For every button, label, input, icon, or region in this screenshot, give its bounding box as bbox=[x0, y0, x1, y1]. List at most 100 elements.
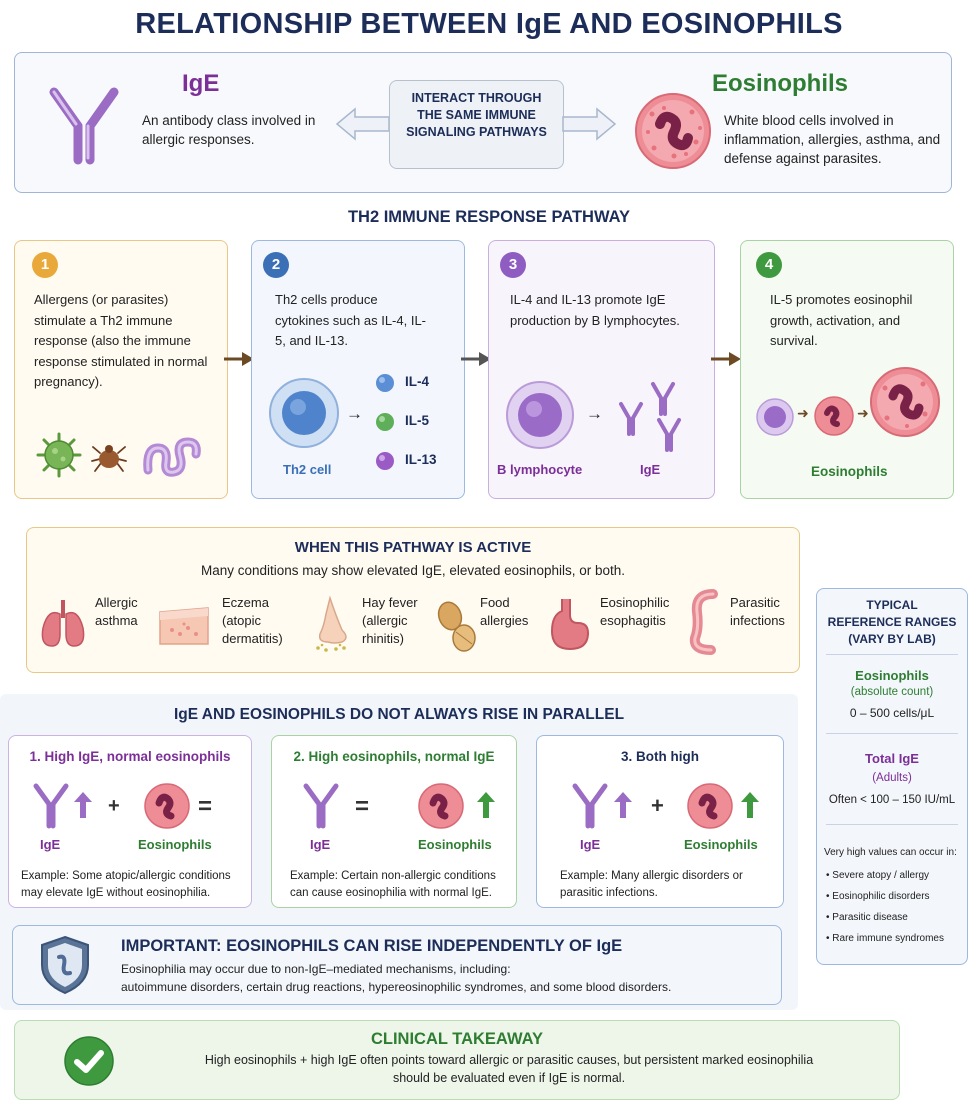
b-lymphocyte-label: B lymphocyte bbox=[497, 462, 583, 477]
case-3-eos-up-arrow-icon bbox=[741, 792, 759, 818]
step-3-box bbox=[488, 240, 715, 499]
active-conditions-panel bbox=[26, 527, 800, 673]
important-line-2: autoimmune disorders, certain drug react… bbox=[121, 980, 672, 994]
reference-item: • Rare immune syndromes bbox=[826, 933, 944, 944]
ige-heading: IgE bbox=[182, 70, 220, 97]
growth-arrow-2-icon: ➜ bbox=[857, 405, 869, 421]
eosinophils-heading: Eosinophils bbox=[712, 70, 849, 97]
step-1-text: Allergens (or parasites) stimulate a Th2… bbox=[34, 292, 208, 389]
case-2-up-arrow-icon bbox=[477, 792, 495, 818]
stomach-icon bbox=[550, 599, 590, 651]
pathway-title: TH2 IMMUNE RESPONSE PATHWAY bbox=[347, 208, 631, 226]
case-3-eos-label: Eosinophils bbox=[684, 837, 758, 852]
reference-ige-label: Total IgE bbox=[865, 751, 919, 766]
case-1-up-arrow-icon bbox=[74, 792, 92, 818]
skin-icon bbox=[159, 607, 209, 645]
reference-divider-2 bbox=[826, 733, 958, 734]
il5-label: IL-5 bbox=[405, 413, 430, 428]
case-1-example: Example: Some atopic/allergic conditions… bbox=[21, 870, 231, 899]
step-4-text: IL-5 promotes eosinophil growth, activat… bbox=[770, 292, 913, 348]
step-3-text: IL-4 and IL-13 promote IgE production by… bbox=[510, 292, 680, 328]
nose-icon bbox=[316, 595, 347, 652]
ige-cluster-icon bbox=[619, 382, 681, 452]
case-3-ige-label: IgE bbox=[580, 837, 601, 852]
mature-eosinophil-icon bbox=[870, 367, 940, 437]
case-3-example: Example: Many allergic disorders or para… bbox=[560, 870, 743, 899]
reference-ige-sub: (Adults) bbox=[872, 772, 912, 784]
il5-dot-icon bbox=[376, 413, 394, 431]
eosinophils-product-label: Eosinophils bbox=[811, 464, 888, 479]
case-1-eos-label: Eosinophils bbox=[138, 837, 212, 852]
checkmark-icon bbox=[64, 1036, 114, 1086]
right-arrow-icon bbox=[562, 107, 617, 141]
reference-item: • Eosinophilic disorders bbox=[826, 891, 930, 902]
ige-product-label: IgE bbox=[640, 462, 661, 477]
case-1-title: 1. High IgE, normal eosinophils bbox=[29, 749, 231, 764]
step-1-badge: 1 bbox=[32, 252, 58, 278]
case-2-title: 2. High eosinophils, normal IgE bbox=[293, 749, 495, 764]
reference-item: • Parasitic disease bbox=[826, 912, 908, 923]
arrow-1-icon bbox=[224, 352, 254, 366]
growth-arrow-1-icon: ➜ bbox=[797, 405, 809, 421]
condition-label-esophagitis: Eosinophilic esophagitis bbox=[600, 595, 670, 628]
b-cell-arrow-icon: → bbox=[586, 404, 603, 423]
case-1-ige-icon bbox=[33, 783, 69, 829]
case-1-ige-label: IgE bbox=[40, 837, 61, 852]
case-1-equals: = bbox=[198, 793, 213, 820]
step-2-box bbox=[251, 240, 465, 499]
lungs-icon bbox=[41, 600, 85, 647]
reference-item: • Severe atopy / allergy bbox=[826, 870, 929, 881]
reference-eos-label: Eosinophils bbox=[855, 668, 929, 683]
th2-arrow-icon: → bbox=[346, 404, 363, 423]
reference-ige-range: Often < 100 – 150 IU/mL bbox=[828, 794, 956, 806]
young-eosinophil-icon bbox=[814, 396, 854, 436]
step-2-badge: 2 bbox=[263, 252, 289, 278]
active-title: WHEN THIS PATHWAY IS ACTIVE bbox=[294, 539, 532, 556]
case-2-equals: = bbox=[355, 793, 370, 820]
case-1-plus: + bbox=[108, 795, 120, 817]
case-2-example: Example: Certain non-allergic conditions… bbox=[290, 870, 496, 899]
arrow-2-icon bbox=[461, 352, 491, 366]
page-title: RELATIONSHIP BETWEEN IgE AND EOSINOPHILS bbox=[135, 8, 843, 40]
interact-text: INTERACT THROUGH THE SAME IMMUNE SIGNALI… bbox=[406, 91, 547, 139]
interact-box bbox=[389, 80, 564, 169]
reference-eos-sub: (absolute count) bbox=[850, 686, 934, 698]
mite-icon bbox=[91, 445, 127, 472]
takeaway-line-2: should be evaluated even if IgE is norma… bbox=[392, 1071, 626, 1085]
reference-title-1: TYPICAL bbox=[866, 598, 918, 612]
condition-label-asthma: Allergic asthma bbox=[95, 595, 138, 628]
case-3-ige-up-arrow-icon bbox=[614, 792, 632, 818]
case-3-box bbox=[536, 735, 784, 908]
reference-title-2: REFERENCE RANGES bbox=[827, 615, 957, 629]
ige-description: An antibody class involved in allergic r… bbox=[142, 113, 316, 147]
case-3-title: 3. Both high bbox=[621, 749, 699, 764]
case-3-eosinophil-icon bbox=[687, 783, 733, 829]
intestinal-worm-icon bbox=[689, 589, 718, 655]
step-4-box bbox=[740, 240, 954, 499]
reference-panel bbox=[816, 588, 968, 965]
th2-cell-icon bbox=[269, 378, 339, 448]
case-3-ige-icon bbox=[572, 783, 608, 829]
case-2-eosinophil-icon bbox=[418, 783, 464, 829]
il13-dot-icon bbox=[376, 452, 394, 470]
precursor-cell-icon bbox=[756, 398, 794, 436]
case-2-ige-label: IgE bbox=[310, 837, 331, 852]
il13-label: IL-13 bbox=[405, 452, 437, 467]
case-2-box bbox=[271, 735, 517, 908]
case-1-eosinophil-icon bbox=[144, 783, 190, 829]
case-2-eos-label: Eosinophils bbox=[418, 837, 492, 852]
parasite-worm-icon bbox=[143, 437, 201, 477]
active-subtitle: Many conditions may show elevated IgE, e… bbox=[201, 563, 625, 578]
step-2-text: Th2 cells produce cytokines such as IL-4… bbox=[275, 292, 427, 348]
eosinophil-icon bbox=[635, 93, 711, 169]
reference-title-3: (VARY BY LAB) bbox=[848, 632, 936, 646]
peanut-icon bbox=[437, 601, 476, 652]
step-3-badge: 3 bbox=[500, 252, 526, 278]
reference-eos-range: 0 – 500 cells/μL bbox=[849, 706, 935, 720]
case-2-ige-icon bbox=[303, 783, 339, 829]
condition-label-eczema: Eczema (atopic dermatitis) bbox=[222, 595, 283, 646]
il4-dot-icon bbox=[376, 374, 394, 392]
important-panel bbox=[12, 925, 782, 1005]
important-line-1: Eosinophilia may occur due to non-IgE–me… bbox=[121, 962, 511, 976]
takeaway-panel bbox=[14, 1020, 900, 1100]
